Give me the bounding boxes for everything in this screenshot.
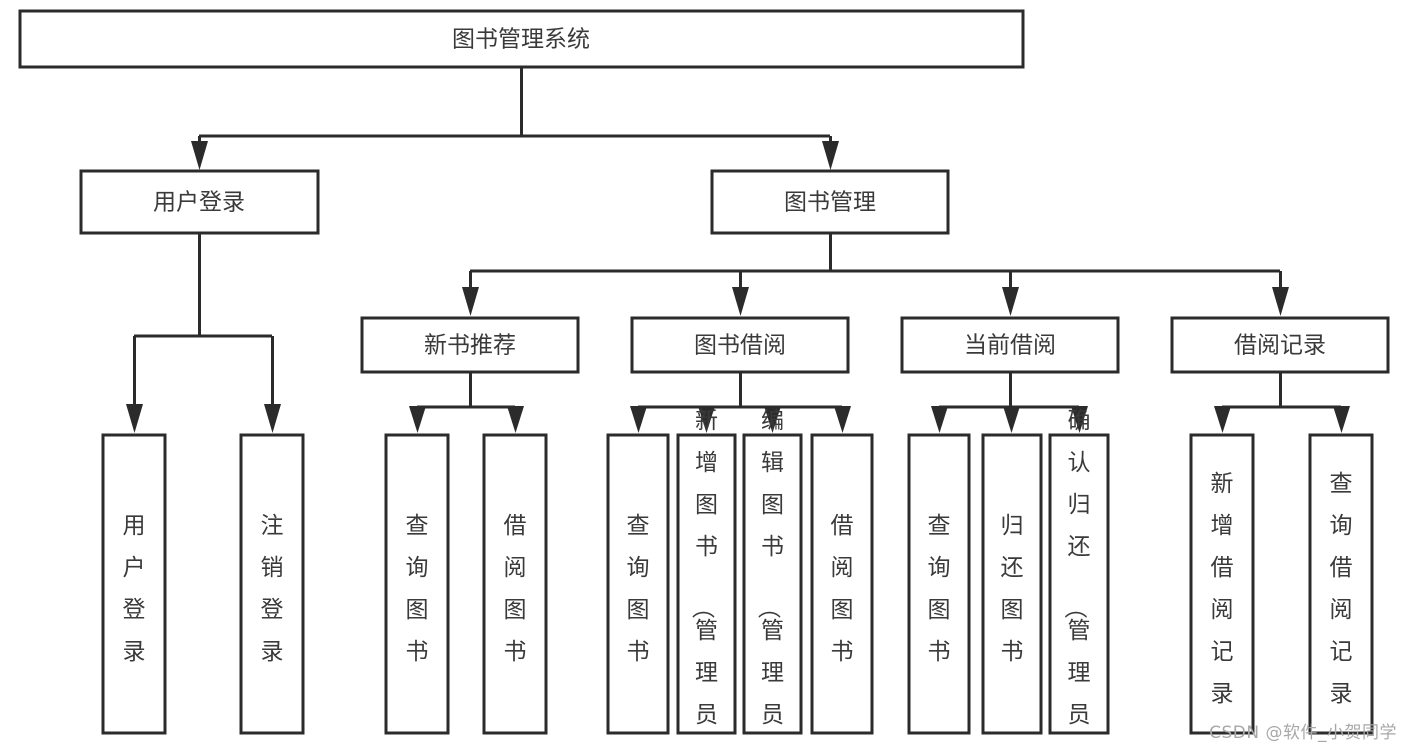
arrow-to-leaf-return-book [1003, 406, 1020, 433]
node-user-login-box[interactable] [79, 169, 320, 235]
leaf-query-book-2[interactable]: 查询图书 [606, 433, 670, 735]
node-root-label: 图书管理系统 [452, 27, 590, 53]
arrow-to-new-book-rec [462, 287, 479, 316]
arrow-to-leaf-borrow-book-2 [834, 406, 851, 433]
leaf-query-book-1-label: 查询图书 [406, 513, 429, 665]
leaf-query-book-1[interactable]: 查询图书 [384, 433, 450, 735]
leaf-return-book-box[interactable] [981, 433, 1043, 735]
arrow-to-book-borrow [732, 287, 749, 316]
leaf-borrow-book-2-box[interactable] [810, 433, 874, 735]
arrow-to-leaf-edit-book [764, 406, 781, 433]
csdn-watermark: CSDN @软件_小贺同学 [1209, 723, 1397, 743]
leaf-edit-book-label: 编辑图书（管理员） [755, 408, 784, 747]
leaf-edit-book[interactable]: 编辑图书（管理员） [742, 408, 803, 747]
leaf-user-login[interactable]: 用户登录 [101, 433, 167, 735]
leaf-confirm-return[interactable]: 确认归还（管理员） [1048, 408, 1110, 747]
leaf-logout[interactable]: 注销登录 [239, 433, 305, 735]
leaf-borrow-book-2-label: 借阅图书 [831, 513, 854, 665]
leaf-return-book-label: 归还图书 [1001, 513, 1024, 665]
node-borrow-record-box[interactable] [1170, 316, 1390, 374]
node-root[interactable]: 图书管理系统 [18, 9, 1025, 69]
node-book-manage[interactable]: 图书管理 [710, 169, 950, 235]
leaf-query-book-3-box[interactable] [907, 433, 971, 735]
leaf-confirm-return-label: 确认归还（管理员） [1062, 408, 1091, 747]
node-current-borrow-label: 当前借阅 [964, 333, 1056, 359]
node-book-manage-label: 图书管理 [784, 190, 876, 216]
leaf-logout-label: 注销登录 [261, 513, 284, 665]
node-new-book-rec[interactable]: 新书推荐 [360, 316, 580, 374]
node-root-box[interactable] [18, 9, 1025, 69]
arrow-to-leaf-borrow-book-1 [507, 406, 524, 433]
leaf-user-login-box[interactable] [101, 433, 167, 735]
arrow-to-leaf-query-book-1 [409, 406, 426, 433]
arrow-to-leaf-query-record [1333, 406, 1350, 433]
leaf-node-layer: 用户登录 注销登录 查询图书 借阅图书 查询图书 新增图书（管理员） 编辑图书（管理员） 借阅… [101, 408, 1374, 747]
leaf-query-book-2-label: 查询图书 [627, 513, 650, 665]
arrow-to-book-manage [822, 141, 839, 170]
node-user-login-label: 用户登录 [153, 190, 245, 216]
leaf-user-login-label: 用户登录 [123, 513, 146, 665]
leaf-query-book-3[interactable]: 查询图书 [907, 433, 971, 735]
node-book-borrow-label: 图书借阅 [694, 333, 786, 359]
arrow-to-current-borrow [1002, 287, 1019, 316]
connector-layer [126, 67, 1350, 433]
node-new-book-rec-label: 新书推荐 [424, 333, 516, 359]
arrow-to-borrow-record [1272, 287, 1289, 316]
arrow-to-leaf-query-book-3 [931, 406, 948, 433]
leaf-borrow-book-1-label: 借阅图书 [504, 513, 527, 665]
leaf-query-book-3-label: 查询图书 [928, 513, 951, 665]
arrow-to-leaf-query-book-2 [630, 406, 647, 433]
leaf-query-book-2-box[interactable] [606, 433, 670, 735]
leaf-query-record[interactable]: 查询借阅记录 [1308, 433, 1374, 735]
leaf-add-record[interactable]: 新增借阅记录 [1189, 433, 1255, 735]
node-new-book-rec-box[interactable] [360, 316, 580, 374]
node-current-borrow[interactable]: 当前借阅 [900, 316, 1120, 374]
leaf-add-book[interactable]: 新增图书（管理员） [676, 408, 737, 747]
node-current-borrow-box[interactable] [900, 316, 1120, 374]
node-book-borrow[interactable]: 图书借阅 [630, 316, 850, 374]
leaf-query-record-label: 查询借阅记录 [1330, 471, 1353, 707]
leaf-confirm-return-box[interactable] [1048, 433, 1110, 735]
leaf-query-record-box[interactable] [1308, 433, 1374, 735]
leaf-add-book-label: 新增图书（管理员） [689, 408, 718, 747]
arrow-to-leaf-add-book [698, 406, 715, 433]
leaf-logout-box[interactable] [239, 433, 305, 735]
leaf-add-record-label: 新增借阅记录 [1211, 471, 1234, 707]
node-book-manage-box[interactable] [710, 169, 950, 235]
leaf-query-book-1-box[interactable] [384, 433, 450, 735]
leaf-add-record-box[interactable] [1189, 433, 1255, 735]
arrow-to-leaf-confirm-return [1071, 406, 1088, 433]
arrow-to-user-login [191, 141, 208, 170]
leaf-borrow-book-1-box[interactable] [482, 433, 548, 735]
node-borrow-record-label: 借阅记录 [1234, 333, 1326, 359]
arrow-to-leaf-user-login [126, 404, 143, 433]
node-user-login[interactable]: 用户登录 [79, 169, 320, 235]
arrow-to-leaf-logout [264, 404, 281, 433]
node-book-borrow-box[interactable] [630, 316, 850, 374]
leaf-borrow-book-1[interactable]: 借阅图书 [482, 433, 548, 735]
arrow-to-leaf-add-record [1214, 406, 1231, 433]
leaf-add-book-box[interactable] [676, 433, 737, 735]
leaf-return-book[interactable]: 归还图书 [981, 433, 1043, 735]
node-borrow-record[interactable]: 借阅记录 [1170, 316, 1390, 374]
leaf-borrow-book-2[interactable]: 借阅图书 [810, 433, 874, 735]
leaf-edit-book-box[interactable] [742, 433, 803, 735]
